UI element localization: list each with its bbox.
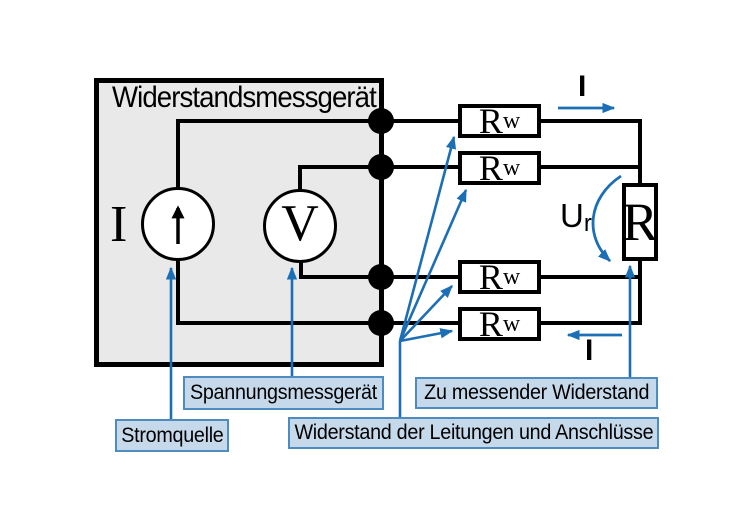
pointer-leads-rw2 (398, 188, 468, 342)
wire-voltmeter-bottom (299, 261, 303, 279)
wire-rw4-right (541, 321, 642, 325)
terminal-dot-2 (368, 154, 394, 180)
voltage-drop-sub: r (583, 210, 592, 237)
terminal-dot-4 (368, 310, 394, 336)
wire-rw3-right (541, 275, 642, 279)
wire-rw2-right (541, 165, 642, 169)
pointer-leads-rw4 (399, 328, 454, 343)
current-label-top: I (578, 70, 587, 103)
callout-lead-resistance: Widerstand der Leitungen und Anschlüsse (288, 417, 659, 449)
wire-top (176, 119, 458, 123)
measured-resistor: R (622, 183, 658, 261)
voltage-arc-arrow (591, 174, 622, 263)
wire-voltmeter-top (298, 167, 302, 191)
voltmeter-label: V (281, 195, 319, 252)
wire-r-bottom (638, 257, 642, 325)
device-title: Widerstandsmessgerät (112, 81, 377, 114)
callout-current-source: Stromquelle (115, 419, 229, 452)
callout-measured-resistor: Zu messender Widerstand (415, 377, 658, 409)
wire-r-top (638, 119, 642, 187)
wire-source-top (176, 119, 180, 189)
wire-rw1-right (541, 119, 642, 123)
voltmeter-symbol: V (263, 189, 337, 263)
terminal-dot-3 (368, 264, 394, 290)
voltage-drop-label: Ur (560, 199, 592, 241)
current-label-bottom: I (585, 334, 594, 367)
voltage-drop-main: U (560, 197, 584, 234)
wire-bottom (176, 321, 458, 325)
current-source-symbol (141, 187, 215, 261)
wire-source-bottom (176, 259, 180, 325)
pointer-leads-rw3 (399, 285, 453, 342)
current-source-arrow-icon (171, 205, 185, 244)
current-source-label: I (110, 196, 128, 253)
callout-voltmeter: Spannungsmessgerät (183, 376, 384, 410)
terminal-dot-1 (368, 108, 394, 134)
